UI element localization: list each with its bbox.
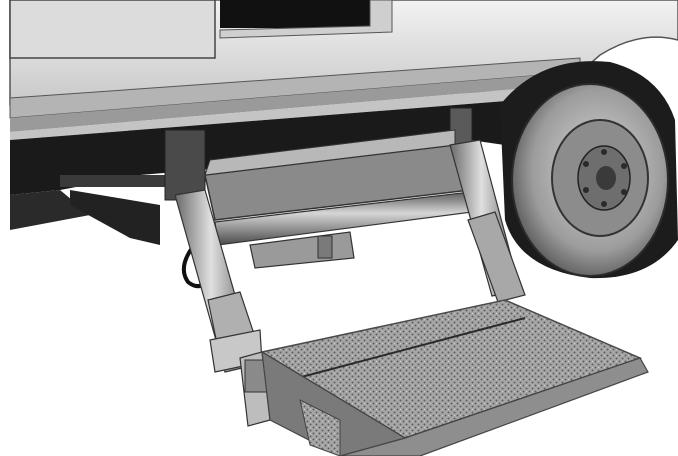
- truck-frame: [10, 96, 570, 245]
- liftgate-mechanism: [174, 129, 526, 373]
- rear-wheel: [500, 61, 678, 279]
- liftgate-platform: [239, 299, 649, 456]
- truck-body: [9, 0, 678, 140]
